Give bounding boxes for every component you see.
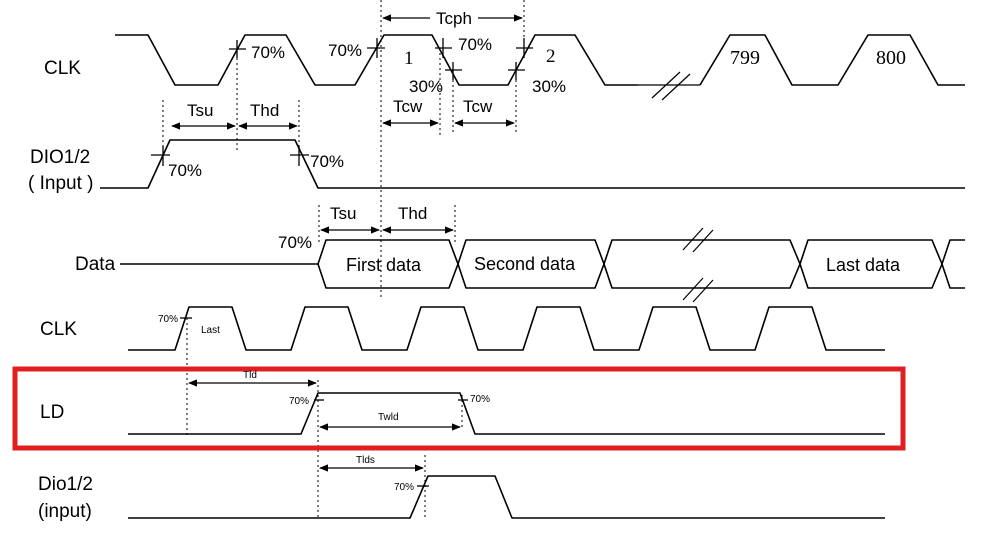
last-clock-label: Last xyxy=(201,325,220,336)
tcph-label: Tcph xyxy=(436,9,472,28)
clk-70-label: 70% xyxy=(251,43,285,62)
clk-30-label: 30% xyxy=(532,77,566,96)
tld-label: Tld xyxy=(243,370,257,381)
clk-top-waveform xyxy=(115,34,638,86)
first-data-label: First data xyxy=(346,255,422,275)
clock-pulse-799: 799 xyxy=(730,47,760,69)
tsu-label: Tsu xyxy=(187,101,213,120)
clock-pulse-2: 2 xyxy=(546,46,556,67)
data-70-label: 70% xyxy=(278,233,312,252)
clk-70-label: 70% xyxy=(328,41,362,60)
clk-bottom-70-label: 70% xyxy=(158,314,178,325)
twld-label: Twld xyxy=(378,412,399,423)
tlds-label: Tlds xyxy=(356,455,375,466)
clk-top-waveform-tail xyxy=(699,34,965,86)
data-bus-waveform xyxy=(120,227,965,303)
dio-bottom-70-label: 70% xyxy=(394,482,414,493)
clk-bottom-waveform xyxy=(128,306,885,351)
ld-70-label: 70% xyxy=(470,394,490,405)
dio-top-sublabel: ( Input ) xyxy=(28,173,93,194)
tcw-label: Tcw xyxy=(393,97,423,116)
dio-bottom-waveform xyxy=(128,475,885,519)
dio-bottom-label: Dio1/2 xyxy=(38,474,93,495)
clk-30-label: 30% xyxy=(409,77,443,96)
dio-top-waveform xyxy=(100,139,965,189)
dio-bottom-sublabel: (input) xyxy=(38,501,92,522)
thd-label: Thd xyxy=(250,101,279,120)
clock-pulse-1: 1 xyxy=(404,48,414,69)
ld-label: LD xyxy=(40,402,64,423)
tsu-label: Tsu xyxy=(330,204,356,223)
dio-70-label: 70% xyxy=(168,161,202,180)
thd-label: Thd xyxy=(398,204,427,223)
highlight-box xyxy=(12,366,906,451)
clk-70-label: 70% xyxy=(458,35,492,54)
tcw-label: Tcw xyxy=(463,97,493,116)
clk-top-label: CLK xyxy=(44,58,81,79)
dio-70-label: 70% xyxy=(310,152,344,171)
break-mark xyxy=(661,73,691,101)
ld-70-label: 70% xyxy=(289,396,309,407)
ld-waveform xyxy=(128,392,885,435)
second-data-label: Second data xyxy=(474,254,576,274)
dio-top-label: DIO1/2 xyxy=(30,147,90,168)
clk-bottom-label: CLK xyxy=(40,319,77,340)
clock-pulse-800: 800 xyxy=(876,47,906,69)
data-label: Data xyxy=(75,254,116,275)
last-data-label: Last data xyxy=(826,255,901,275)
